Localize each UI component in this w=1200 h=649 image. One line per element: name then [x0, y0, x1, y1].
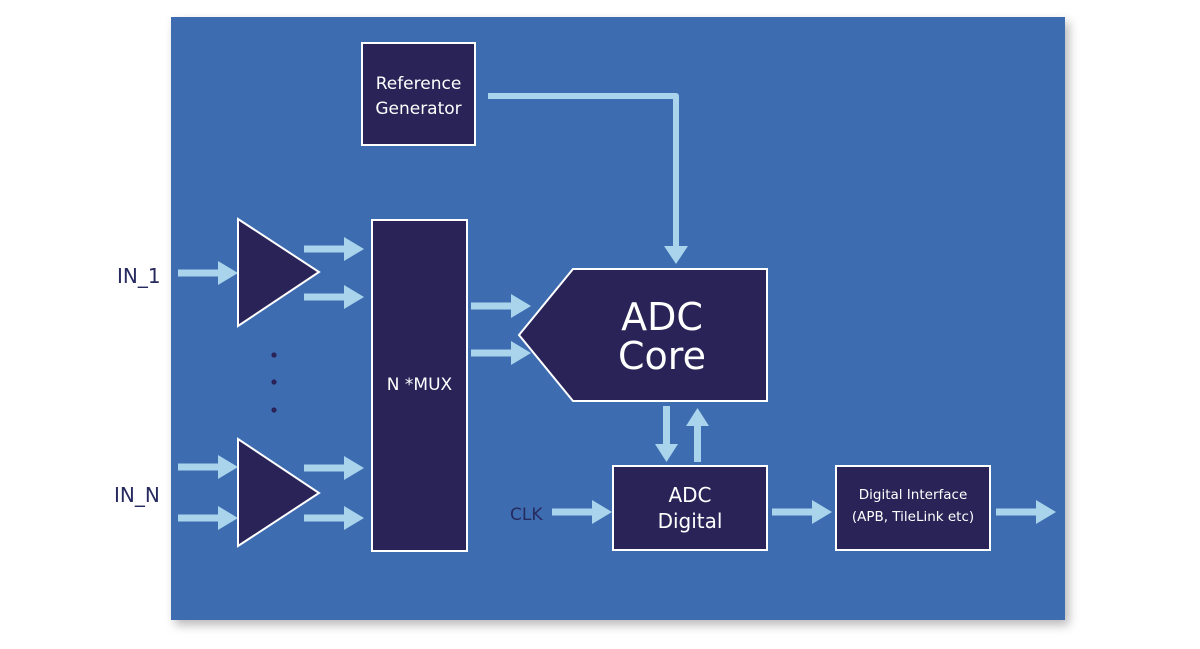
adc-digital-block: ADC Digital — [612, 465, 768, 551]
adc-digital-label-line2: Digital — [658, 509, 723, 533]
reference-generator-block: Reference Generator — [361, 42, 476, 146]
ellipsis-dot — [271, 352, 277, 358]
mux-label: N *MUX — [387, 375, 453, 395]
adc-core-label-line2: Core — [618, 334, 706, 378]
connector-reference-to-core — [488, 93, 688, 264]
mux-block: N *MUX — [371, 219, 468, 552]
clock-input-label: CLK — [510, 505, 543, 525]
arrow-digital-to-core — [686, 408, 709, 462]
amplifier-1 — [237, 217, 321, 328]
ellipsis-dot — [271, 407, 277, 413]
amplifier-n — [237, 437, 321, 548]
digital-interface-label-line2: (APB, TileLink etc) — [852, 509, 974, 525]
arrow-core-to-digital — [655, 406, 678, 462]
input-label-in1: IN_1 — [117, 264, 161, 288]
adc-digital-label-line1: ADC — [668, 483, 711, 507]
ellipsis-dot — [271, 379, 277, 385]
input-label-inN: IN_N — [114, 483, 160, 507]
digital-interface-block: Digital Interface (APB, TileLink etc) — [835, 465, 991, 551]
reference-generator-label-line2: Generator — [375, 99, 461, 119]
adc-core-label-line1: ADC — [621, 295, 703, 339]
adc-core-block: ADC Core — [517, 268, 768, 402]
digital-interface-label-line1: Digital Interface — [859, 487, 968, 503]
reference-generator-label-line1: Reference — [376, 74, 462, 94]
